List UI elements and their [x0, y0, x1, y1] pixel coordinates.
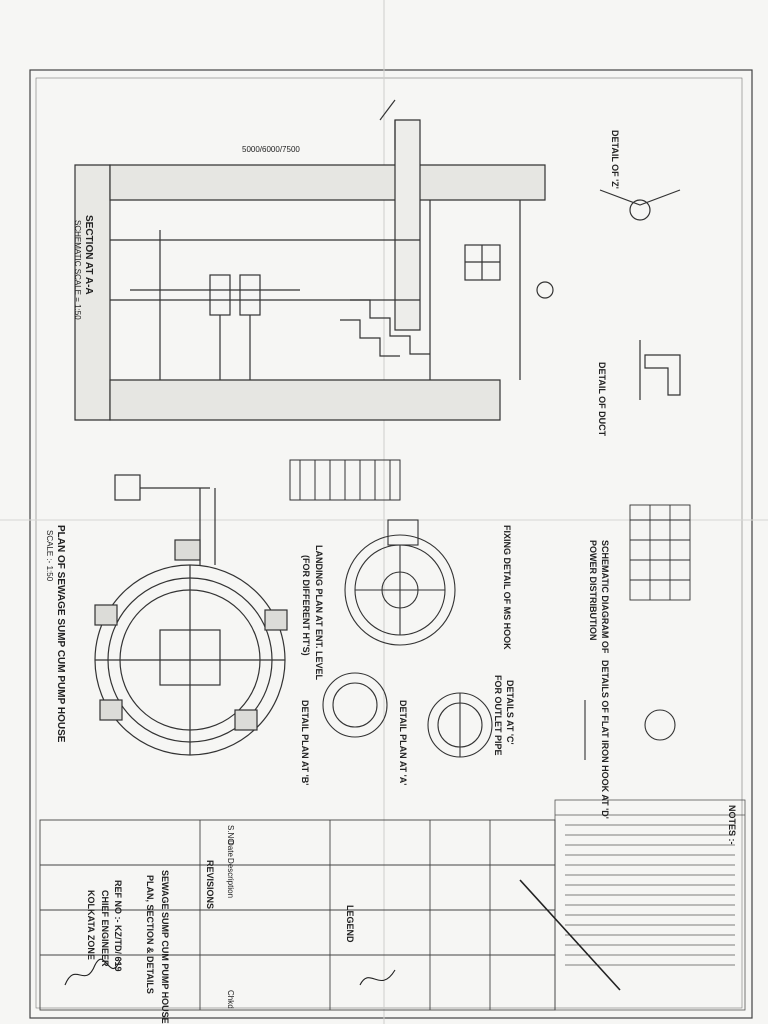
section-aa	[74, 99, 554, 421]
detail-plan-a: DETAIL PLAN AT 'A'	[398, 700, 408, 786]
rev-col-desc: Description	[226, 858, 235, 899]
section-title: SECTION AT A-A	[83, 215, 94, 295]
plan-title: PLAN OF SEWAGE SUMP CUM PUMP HOUSE	[55, 525, 66, 743]
title-office: CHIEF ENGINEER	[100, 890, 110, 967]
z-detail	[599, 189, 681, 221]
detail-plan-b: DETAIL PLAN AT 'B'	[300, 700, 310, 786]
details-c-subtitle: FOR OUTLET PIPE	[493, 675, 503, 756]
title-zone: KOLKATA ZONE	[86, 890, 96, 960]
signature-scribble	[64, 879, 621, 991]
power-table	[629, 504, 691, 601]
hook-detail	[584, 700, 676, 760]
ladder-elevation	[289, 459, 401, 501]
revisions-label: REVISIONS	[205, 860, 215, 910]
detail-plans	[322, 672, 493, 758]
rev-col-date: Date	[226, 840, 235, 857]
title-drawing: PLAN, SECTION & DETAILS	[145, 875, 155, 994]
title-block	[39, 819, 556, 1011]
fixing-detail-title: FIXING DETAIL OF MS HOOK	[502, 525, 512, 650]
duct-detail	[639, 340, 681, 400]
title-ref: REF NO :- KZ/TD/ 619	[113, 880, 123, 972]
plan-scale: SCALE :- 1:50	[45, 530, 54, 582]
rev-col-chkd: Chkd	[226, 990, 235, 1009]
power-title-1: SCHEMATIC DIAGRAM OF	[600, 540, 610, 654]
power-title-2: POWER DISTRIBUTION	[588, 540, 598, 641]
dimension-label: 5000/6000/7500	[242, 145, 300, 154]
title-project: SEWAGE SUMP CUM PUMP HOUSE	[160, 870, 170, 1024]
landing-plan	[344, 519, 456, 646]
detail-duct-title: DETAIL OF DUCT	[597, 362, 607, 437]
details-c-title: DETAILS AT 'C'	[505, 680, 515, 745]
landing-plan-subtitle: (FOR DIFFERENT HT'S)	[301, 555, 311, 656]
flat-iron-hook-title: DETAILS OF FLAT IRON HOOK AT 'D'	[600, 660, 610, 819]
landing-plan-title: LANDING PLAN AT ENT. LEVEL	[314, 545, 324, 680]
notes-block	[554, 799, 746, 1011]
notes-heading: NOTES :-	[727, 805, 737, 845]
legend-label: LEGEND	[345, 905, 355, 943]
section-scale: SCHEMATIC SCALE = 1:50	[73, 220, 82, 320]
pump-house-plan	[94, 474, 288, 756]
detail-z-title: DETAIL OF 'Z'	[610, 130, 620, 189]
